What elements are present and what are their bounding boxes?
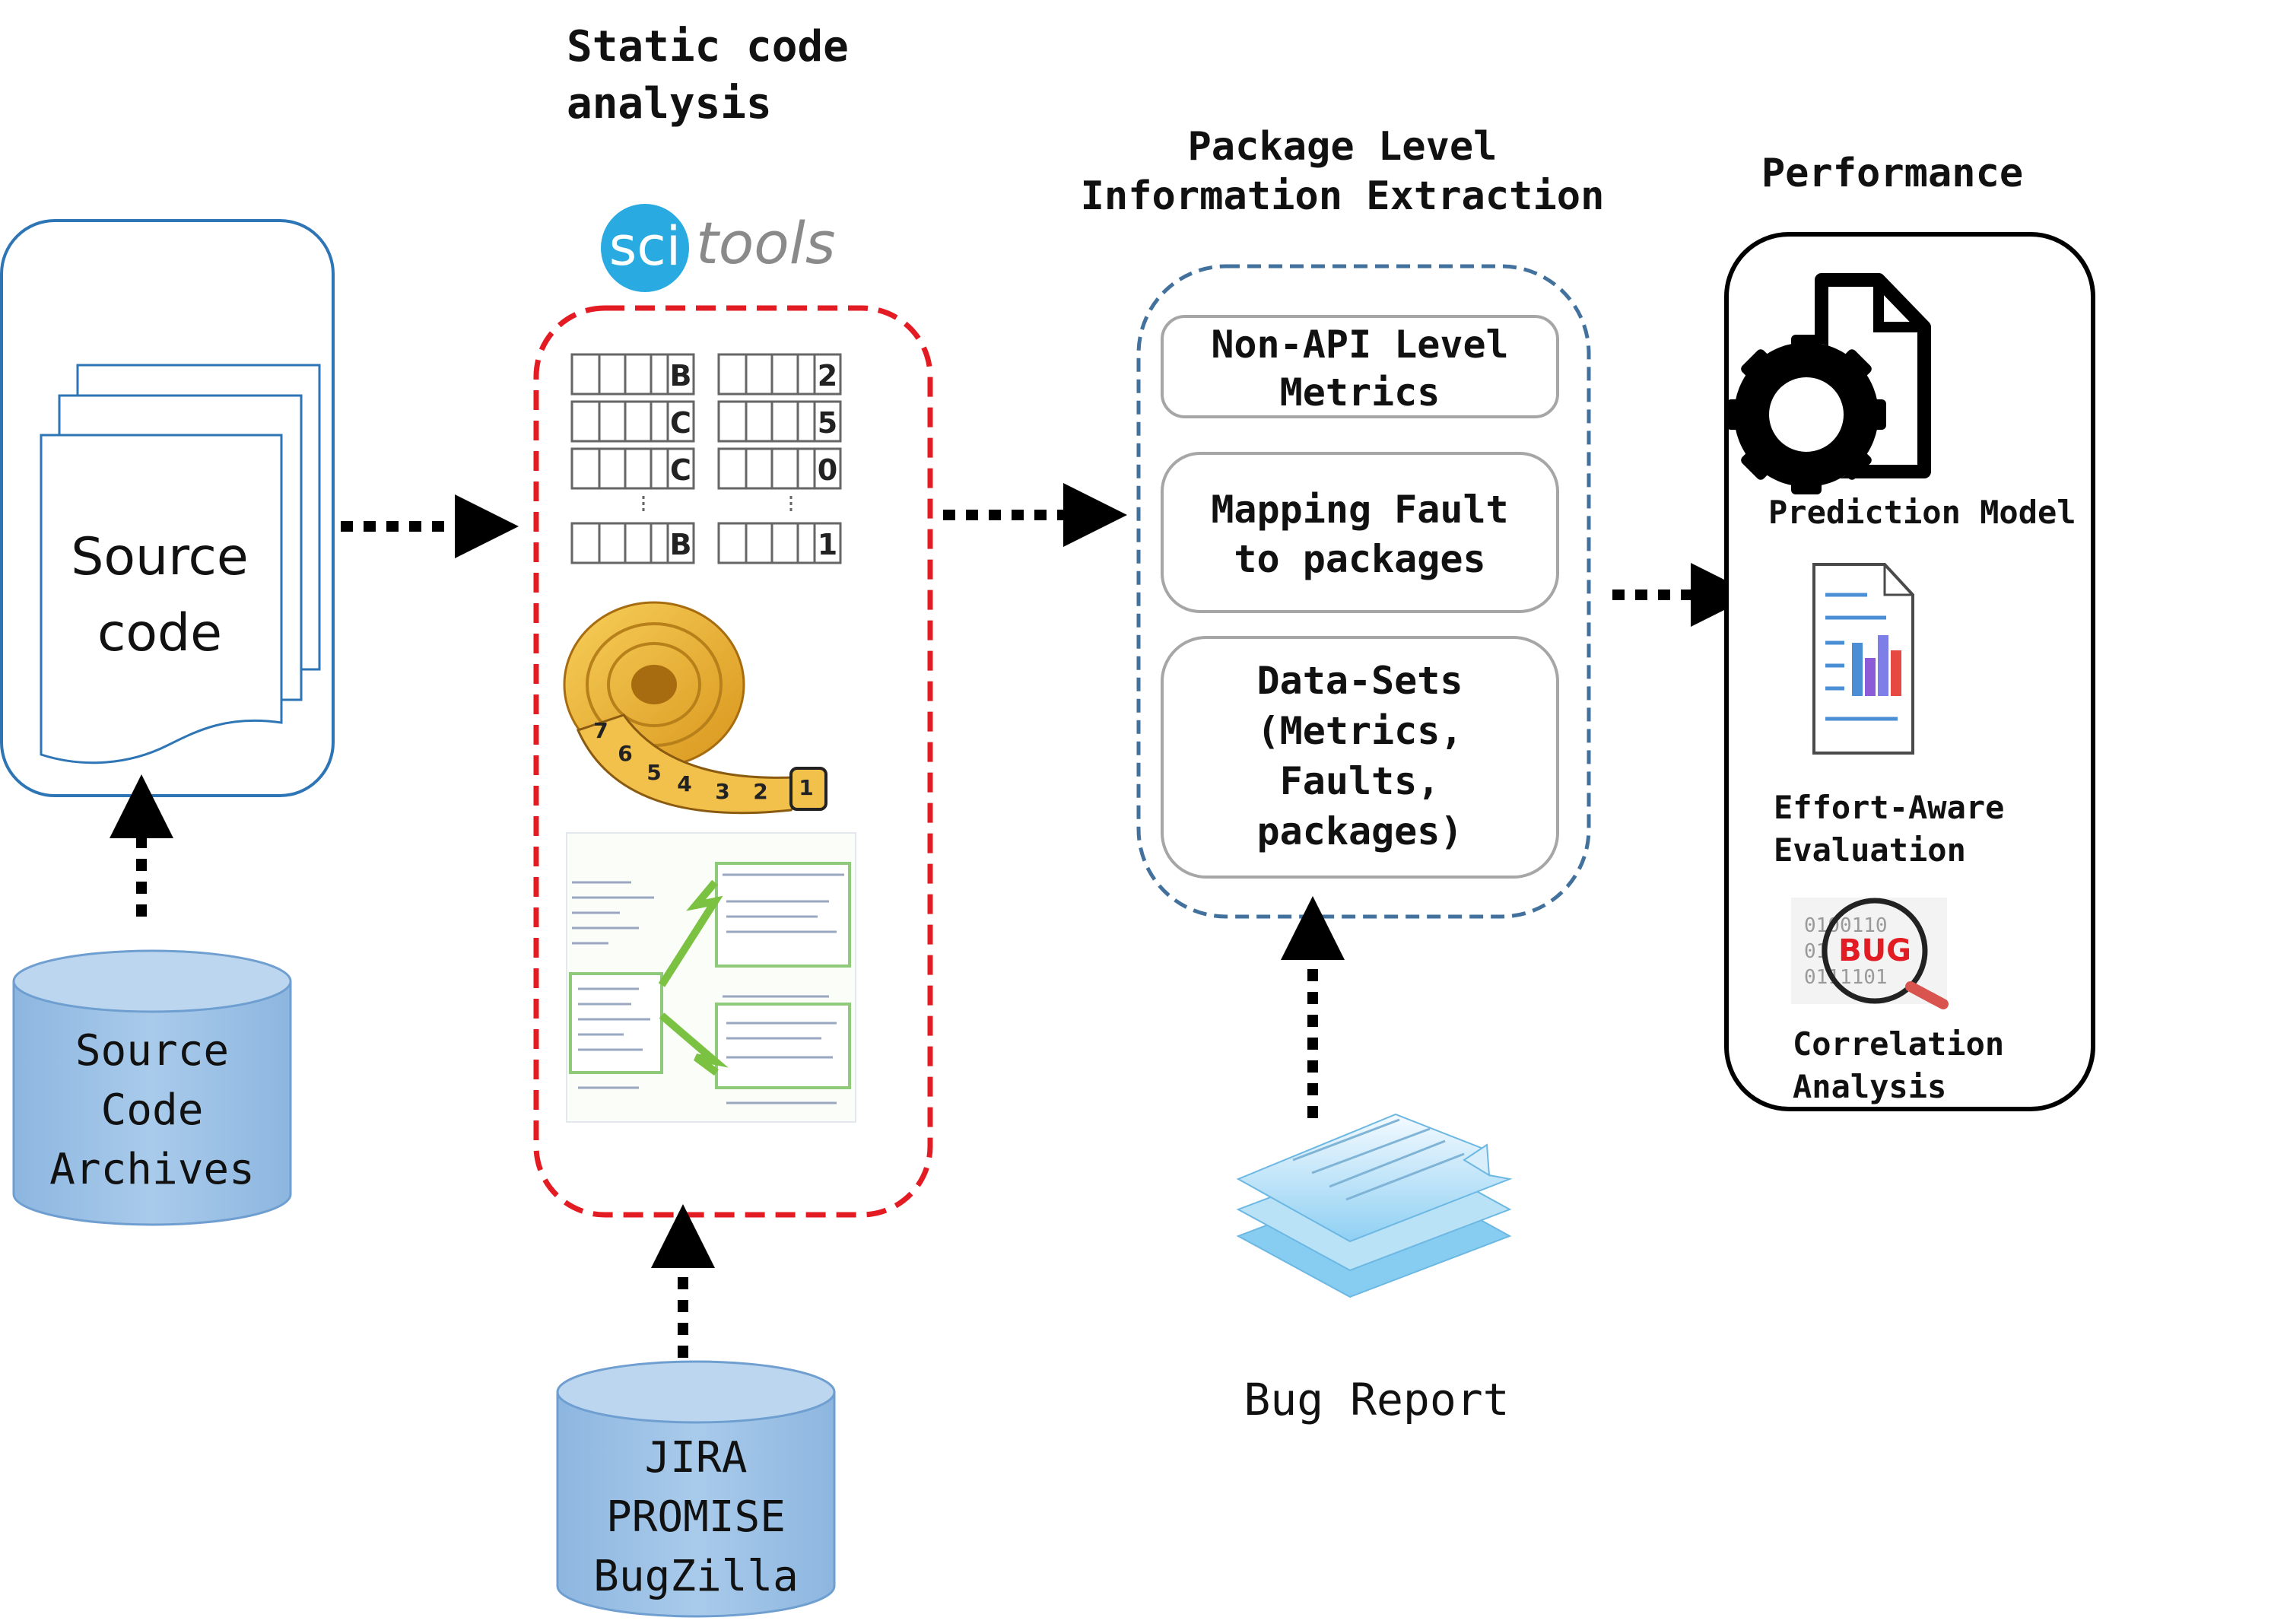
data-sets-box <box>1161 636 1559 879</box>
table-left-cell-3: C <box>670 453 691 487</box>
binary-row-3: 0111101 <box>1804 966 1888 989</box>
tape-number-3: 3 <box>715 779 729 804</box>
binary-row-1: 0100110 <box>1804 914 1888 937</box>
prediction-model-label: Prediction Model <box>1768 494 2076 531</box>
table-right-cell-2: 5 <box>818 406 837 440</box>
non-api-metrics-line2: Metrics <box>1280 370 1440 415</box>
code-diff-thumbnail-icon <box>566 832 856 1123</box>
bug-badge-text: BUG <box>1838 933 1911 968</box>
data-sets-line2: (Metrics, <box>1257 709 1463 753</box>
tape-number-6: 6 <box>618 741 632 766</box>
non-api-metrics-line1: Non-API Level <box>1211 323 1508 367</box>
prediction-model-icon <box>1726 273 1931 494</box>
performance-panel: Performance Prediction Model <box>1724 151 2095 1111</box>
table-right-cell-4: 1 <box>818 528 837 561</box>
scitools-logo-sci: sci <box>609 215 681 278</box>
issue-db-line2: PROMISE <box>606 1492 786 1542</box>
static-analysis-panel: Static code analysis sci tools <box>533 22 933 1218</box>
document-stack-icon <box>40 364 321 764</box>
scitools-logo-tools: tools <box>696 209 836 277</box>
archives-label-line3: Archives <box>49 1145 255 1194</box>
report-chart-icon <box>1812 563 1914 755</box>
tape-number-7: 7 <box>593 718 608 743</box>
tape-number-2: 2 <box>753 779 767 804</box>
issue-db-line1: JIRA <box>645 1433 748 1483</box>
tape-number-1: 1 <box>799 775 813 800</box>
effort-aware-label-line1: Effort-Aware <box>1774 789 2004 826</box>
effort-aware-label-line2: Evaluation <box>1774 831 1966 869</box>
table-left-cell-4: B <box>670 528 692 561</box>
correlation-label-line2: Analysis <box>1793 1068 1946 1105</box>
measuring-tape-numbers: 1 2 3 4 5 6 7 <box>593 718 813 804</box>
archives-label-line2: Code <box>101 1085 204 1135</box>
source-code-archives-database: Source Code Archives <box>12 949 292 1226</box>
performance-title: Performance <box>1761 151 2023 196</box>
archives-label-line1: Source <box>75 1026 229 1076</box>
data-sets-line3: Faults, <box>1280 759 1440 803</box>
source-code-panel: Source code <box>0 219 335 797</box>
correlation-label-line1: Correlation <box>1793 1025 2004 1063</box>
mapping-fault-line2: to packages <box>1234 537 1485 581</box>
bug-magnifier-icon: 0100110 01 0111101 BUG <box>1791 898 1949 1009</box>
non-api-metrics-box <box>1161 315 1559 418</box>
extraction-title-line1: Package Level <box>1188 124 1498 170</box>
issue-db-line3: BugZilla <box>593 1552 799 1601</box>
mapping-fault-line1: Mapping Fault <box>1211 488 1508 532</box>
table-right-cell-1: 2 <box>818 359 837 392</box>
scitools-logo: sci tools <box>601 204 836 292</box>
source-code-label-line1: Source <box>71 527 249 587</box>
metrics-table-icon <box>570 353 842 564</box>
tape-number-5: 5 <box>646 760 661 785</box>
package-extraction-panel: Package Level Information Extraction Non… <box>1081 124 1605 919</box>
issue-tracker-database: JIRA PROMISE BugZilla <box>556 1360 836 1618</box>
metrics-table-values: B C C B 2 5 0 1 <box>670 359 838 561</box>
mapping-fault-box <box>1161 452 1559 613</box>
tape-number-4: 4 <box>677 771 691 796</box>
data-sets-line1: Data-Sets <box>1257 659 1463 703</box>
source-code-label-line2: code <box>97 603 222 663</box>
table-right-cell-3: 0 <box>818 453 837 487</box>
table-left-cell-2: C <box>670 406 691 440</box>
static-analysis-title-line1: Static code <box>567 22 849 72</box>
table-left-cell-1: B <box>670 359 692 392</box>
bug-report-label: Bug Report <box>1244 1374 1509 1425</box>
data-sets-line4: packages) <box>1257 809 1463 853</box>
static-analysis-title-line2: analysis <box>567 79 772 129</box>
bug-report-stack-icon <box>1236 1113 1513 1298</box>
measuring-tape-icon <box>563 601 827 815</box>
extraction-title-line2: Information Extraction <box>1081 173 1605 219</box>
